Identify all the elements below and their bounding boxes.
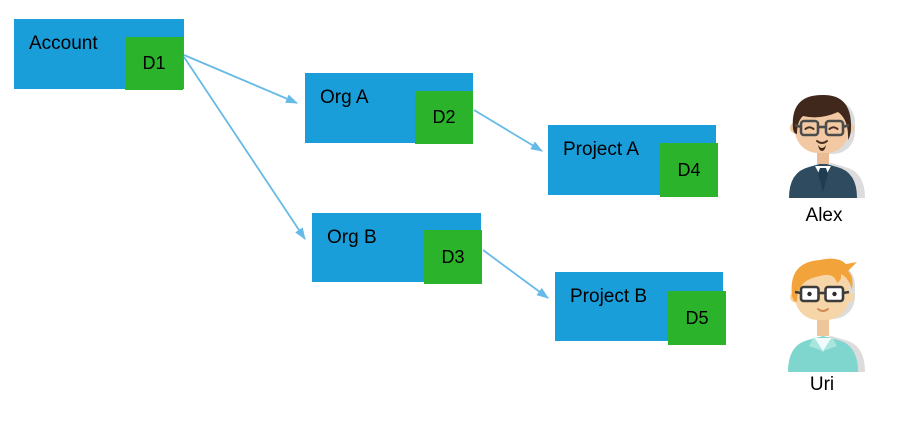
- badge-d4: D4: [660, 143, 718, 197]
- badge-d4-label: D4: [677, 159, 701, 180]
- uri-avatar-icon: [788, 258, 865, 372]
- alex-avatar-icon: [789, 94, 865, 198]
- node-project-b-label: Project B: [570, 286, 648, 307]
- arrow-d1-to-org-a: [183, 54, 298, 104]
- arrow-d1-to-org-b: [183, 56, 306, 240]
- uri-name-label: Uri: [809, 374, 835, 395]
- badge-d5-label: D5: [685, 307, 709, 328]
- badge-d5: D5: [668, 291, 726, 345]
- alex-glasses: [794, 119, 850, 137]
- badge-d1: D1: [125, 37, 183, 90]
- badge-d1-label: D1: [142, 53, 166, 73]
- node-org-a: Org A D2: [305, 73, 473, 144]
- badge-d2-label: D2: [432, 107, 456, 127]
- arrow-d3-to-project-b: [482, 249, 549, 299]
- node-account-label: Account: [29, 33, 98, 54]
- node-org-b: Org B D3: [312, 213, 482, 284]
- arrow-d2-to-project-a: [473, 109, 543, 152]
- node-project-a: Project A D4: [548, 125, 718, 197]
- node-org-a-label: Org A: [320, 87, 369, 108]
- badge-d3-label: D3: [441, 246, 465, 267]
- badge-d2: D2: [415, 91, 473, 144]
- node-project-a-label: Project A: [563, 139, 640, 160]
- node-org-b-label: Org B: [327, 227, 377, 248]
- node-project-b: Project B D5: [555, 272, 726, 345]
- node-account: Account D1: [14, 19, 184, 90]
- alex-name-label: Alex: [805, 205, 843, 226]
- badge-d3: D3: [424, 230, 482, 284]
